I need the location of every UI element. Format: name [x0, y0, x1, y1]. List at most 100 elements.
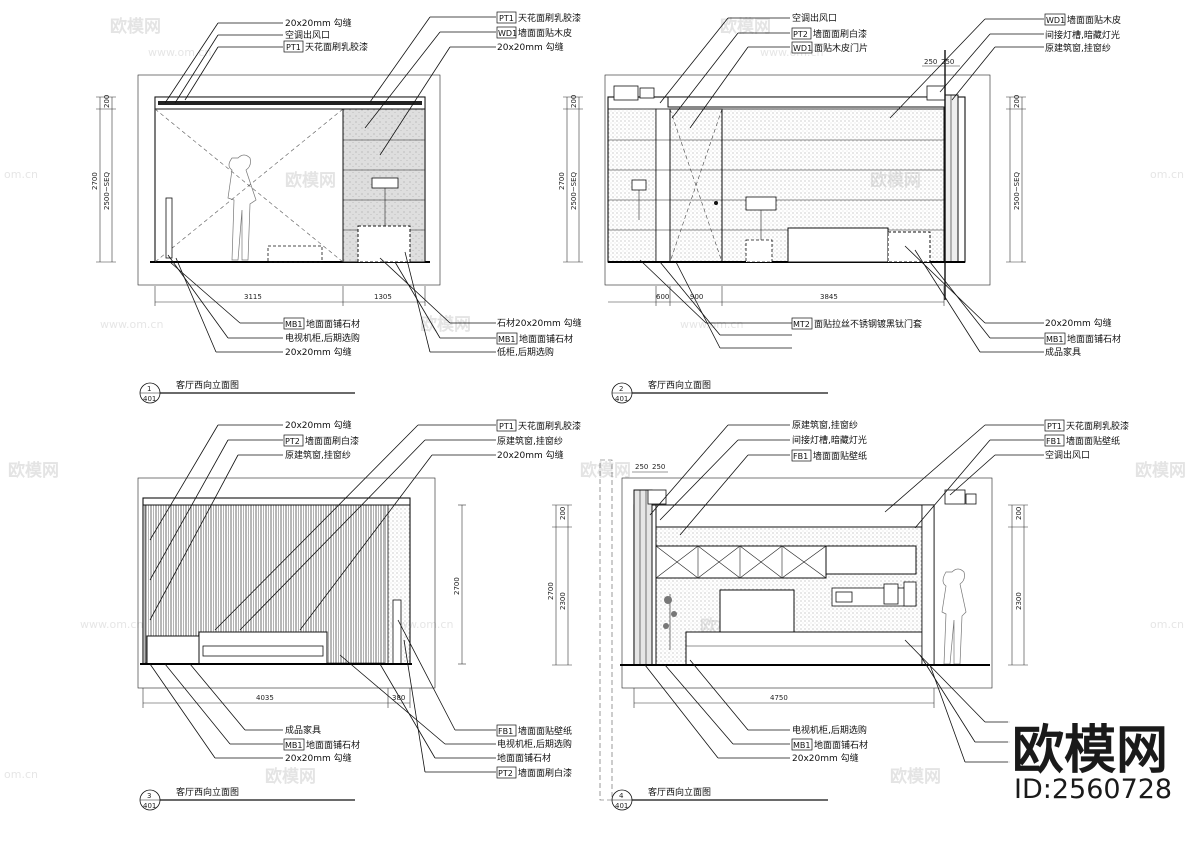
material-tag: PT1 [499, 14, 514, 23]
callout-text: 20x20mm 勾缝 [285, 752, 352, 764]
material-tag: PT2 [285, 437, 300, 446]
callout-text: 20x20mm 勾缝 [285, 17, 352, 29]
view-number: 4 [619, 792, 624, 800]
material-tag: WD1 [1046, 16, 1065, 25]
dimension-top-2: 250 [652, 463, 665, 471]
dimension-ceiling-height: 200 [103, 95, 111, 108]
dimension-total-height: 2700 [558, 172, 566, 190]
callouts-top-right: PT1 天花面刷乳胶漆 原建筑窗,挂窗纱 20x20mm 勾缝 [214, 419, 581, 631]
dimension-clear-height: 2500~SEQ [570, 171, 578, 210]
dimension-clear-height: 2300 [559, 592, 567, 610]
callout-text: 石材20x20mm 勾缝 [497, 317, 582, 329]
view-sheet: 401 [143, 395, 156, 403]
view-sheet: 401 [615, 802, 628, 810]
dimension-top-1: 250 [924, 58, 937, 66]
callout-text: 原建筑窗,挂窗纱 [1045, 42, 1111, 54]
view-number: 2 [619, 385, 623, 393]
callout-text: 20x20mm 勾缝 [792, 752, 859, 764]
watermark-brand: 欧模网 [720, 16, 771, 37]
dimension-width-2: 1305 [374, 293, 392, 301]
material-tag: PT1 [286, 43, 301, 52]
callout-text: 墙面面刷白漆 [305, 435, 359, 447]
dimension-total-height: 2700 [547, 582, 555, 600]
watermark-brand: 欧模网 [1135, 460, 1186, 481]
watermark-brand: 欧模网 [8, 460, 59, 481]
callout-text: 墙面面刷白漆 [518, 767, 572, 779]
dimension-width-0: 600 [656, 293, 669, 301]
material-tag: PT1 [499, 422, 514, 431]
view-title: 客厅西向立面图 [176, 786, 239, 798]
material-tag: PT1 [1047, 422, 1062, 431]
watermark-site: om.cn [1150, 168, 1184, 181]
material-tag: PT2 [793, 30, 808, 39]
callout-text: 天花面刷乳胶漆 [305, 41, 368, 53]
callout-text: 20x20mm 勾缝 [497, 449, 564, 461]
watermark-brand: 欧模网 [110, 16, 161, 37]
callout-text: 地面面铺石材 [497, 752, 551, 764]
material-tag: PT2 [498, 769, 513, 778]
callouts-top-right: WD1 墙面面贴木皮 间接灯槽,暗藏灯光 原建筑窗,挂窗纱 [889, 13, 1121, 119]
dimension-width-1: 3115 [244, 293, 262, 301]
callout-text: 地面面铺石材 [519, 333, 573, 345]
elevation-view-2: 2700 200 2500~SEQ 200 2500~SEQ 250 250 6… [558, 12, 1121, 404]
callout-text: 天花面刷乳胶漆 [1066, 420, 1129, 432]
material-tag: FB1 [498, 727, 513, 736]
callout-text: 地面面铺石材 [814, 739, 868, 751]
callout-text: 成品家具 [285, 724, 321, 736]
callout-text: 电视机柜,后期选购 [792, 724, 867, 736]
callout-text: 面贴木皮门片 [814, 42, 868, 54]
callout-text: 墙面面贴木皮 [518, 27, 572, 39]
view-title-1: 1 401 客厅西向立面图 [139, 379, 355, 404]
callouts-top-left: 20x20mm 勾缝 PT2 墙面面刷白漆 原建筑窗,挂窗纱 [149, 419, 359, 621]
material-tag: MB1 [285, 320, 302, 329]
watermark-layer: 欧模网 欧模网 欧模网 欧模网 欧模网 欧模网 欧模网 欧模网 欧模网 欧模网 … [4, 16, 1186, 787]
callout-text: 地面面铺石材 [306, 739, 360, 751]
material-tag: MB1 [498, 335, 515, 344]
dimension-width-2: 380 [392, 694, 405, 702]
callout-text: 间接灯槽,暗藏灯光 [792, 434, 867, 446]
callouts-top-right: PT1 天花面刷乳胶漆 FB1 墙面面贴壁纸 空调出风口 [884, 419, 1129, 529]
dimension-ceiling-height: 200 [1013, 95, 1021, 108]
callout-text: 地面面铺石材 [306, 318, 360, 330]
watermark-brand: 欧模网 [265, 766, 316, 787]
brand-logo: 欧模网 ID:2560728 [1008, 710, 1198, 805]
view-number: 1 [147, 385, 151, 393]
view-number: 3 [147, 792, 151, 800]
material-tag: MB1 [1046, 335, 1063, 344]
callout-text: 空调出风口 [285, 29, 330, 41]
elevation-view-4: 250 250 2700 200 2300 200 2300 4750 原建筑窗… [547, 419, 1129, 811]
callouts-bottom-left: 成品家具 MB1 地面面铺石材 20x20mm 勾缝 [149, 663, 360, 764]
dimension-clear-height: 2500~SEQ [103, 171, 111, 210]
callout-text: 低柜,后期选购 [497, 346, 554, 358]
dimension-width-1: 900 [690, 293, 703, 301]
callouts-top-left: 空调出风口 PT2 墙面面刷白漆 WD1 面贴木皮门片 [659, 12, 868, 129]
callout-text: 墙面面贴木皮 [1067, 14, 1121, 26]
callout-text: 原建筑窗,挂窗纱 [792, 419, 858, 431]
view-sheet: 401 [143, 802, 156, 810]
callouts-bottom-right: FB1 墙面面贴壁纸 电视机柜,后期选购 地面面铺石材 PT2 墙面面刷白漆 [339, 619, 572, 779]
watermark-site: om.cn [4, 168, 38, 181]
callout-text: 20x20mm 勾缝 [285, 419, 352, 431]
view-title-4: 4 401 客厅西向立面图 [611, 786, 828, 811]
view-title: 客厅西向立面图 [648, 379, 711, 391]
callout-text: 20x20mm 勾缝 [1045, 317, 1112, 329]
callout-text: 成品家具 [1045, 346, 1081, 358]
elevation-view-1: 2700 200 2500~SEQ 3115 1305 20x20mm 勾缝 空… [91, 11, 582, 404]
material-tag: WD1 [498, 29, 517, 38]
callouts-bottom-left: 电视机柜,后期选购 MB1 地面面铺石材 20x20mm 勾缝 [644, 659, 868, 764]
dimension-total-height: 2700 [453, 577, 461, 595]
dimension-top-2: 250 [941, 58, 954, 66]
callouts-bottom-left: MT2 面贴拉丝不锈钢镀黑钛门套 [639, 259, 922, 349]
dimension-width-1: 4750 [770, 694, 788, 702]
watermark-site: www.om.cn [148, 46, 211, 59]
callouts-top-left: 20x20mm 勾缝 空调出风口 PT1 天花面刷乳胶漆 [164, 17, 368, 104]
callout-text: 空调出风口 [792, 12, 837, 24]
dimension-clear-height: 2500~SEQ [1013, 171, 1021, 210]
callout-text: 20x20mm 勾缝 [497, 41, 564, 53]
callouts-top-left: 原建筑窗,挂窗纱 间接灯槽,暗藏灯光 FB1 墙面面贴壁纸 [649, 419, 867, 536]
callouts-bottom-right: 石材20x20mm 勾缝 MB1 地面面铺石材 低柜,后期选购 [379, 251, 582, 358]
watermark-site: om.cn [1150, 618, 1184, 631]
elevation-view-3: 2700 4035 380 20x20mm 勾缝 PT2 墙面面刷白漆 原建筑窗… [137, 419, 581, 811]
view-sheet: 401 [615, 395, 628, 403]
